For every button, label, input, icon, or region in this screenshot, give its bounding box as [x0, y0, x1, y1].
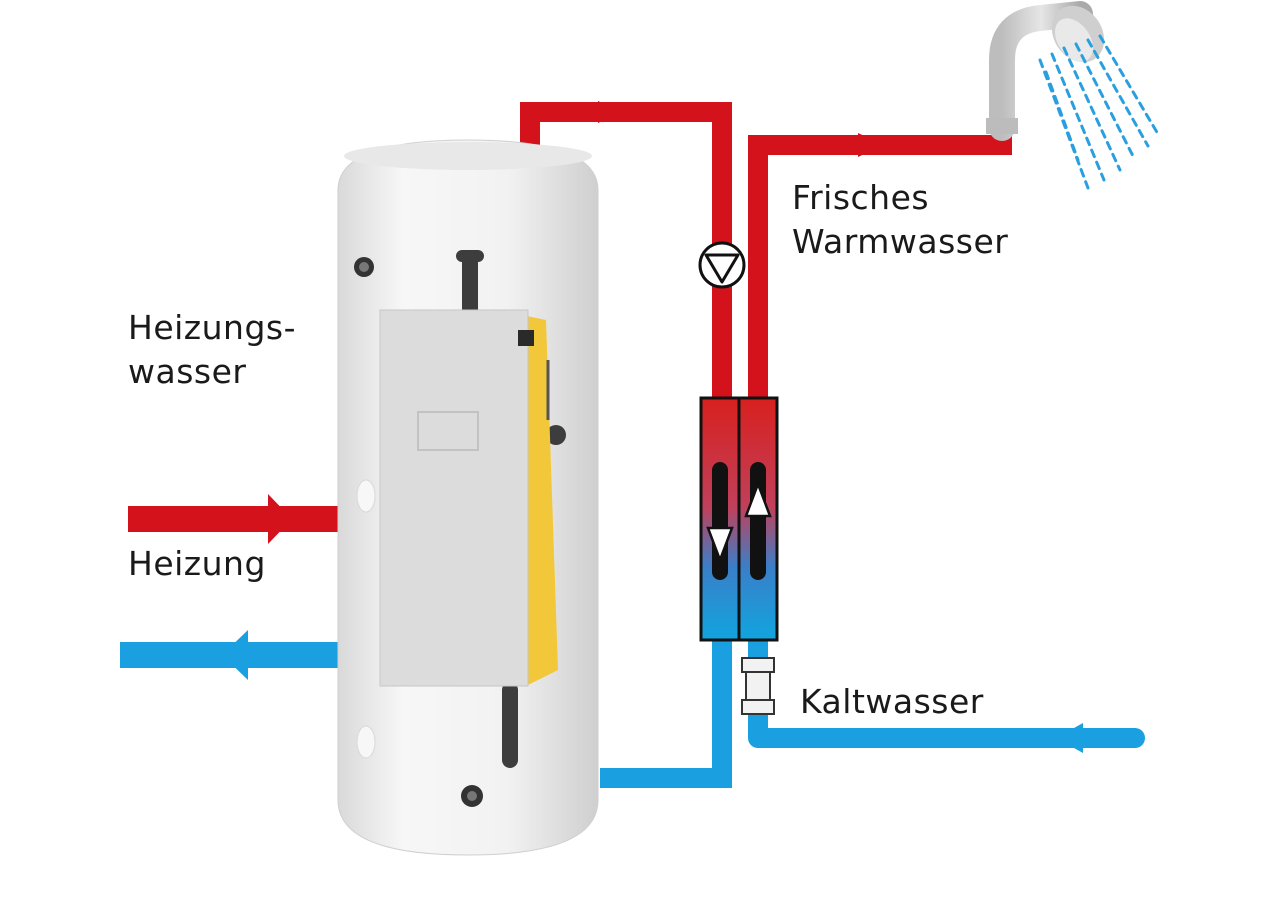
heating-water-label-line2: wasser — [128, 352, 247, 391]
fresh-warm-water-label-line1: Frisches — [792, 178, 930, 217]
flow-arrow-heating-return — [222, 630, 248, 680]
flow-arrow-heating-supply — [268, 494, 292, 544]
flow-arrow-fresh-hot — [858, 133, 884, 157]
primary-cold-pipe — [600, 640, 732, 788]
plate-heat-exchanger — [699, 396, 779, 642]
flow-up-arrow-icon — [744, 480, 772, 518]
water-spray — [1038, 34, 1160, 190]
control-unit — [379, 309, 558, 687]
heating-water-label-line1: Heizungs- — [128, 308, 296, 347]
flow-down-arrow-icon — [706, 526, 734, 564]
heating-supply-pipe — [128, 506, 340, 532]
flow-arrow-primary-hot — [598, 101, 622, 123]
cold-water-label: Kaltwasser — [800, 682, 984, 721]
shower-head-icon — [986, 1, 1105, 141]
cold-water-strainer — [741, 657, 775, 715]
fresh-warm-water-label: Frisches Warmwasser — [792, 176, 1008, 264]
heating-water-label: Heizungs- wasser — [128, 306, 296, 394]
flow-arrow-cold-water — [1056, 723, 1083, 753]
pump-icon — [698, 241, 746, 289]
fresh-warm-water-label-line2: Warmwasser — [792, 222, 1009, 261]
brand-logo-icon — [518, 330, 534, 346]
heating-label: Heizung — [128, 544, 266, 583]
